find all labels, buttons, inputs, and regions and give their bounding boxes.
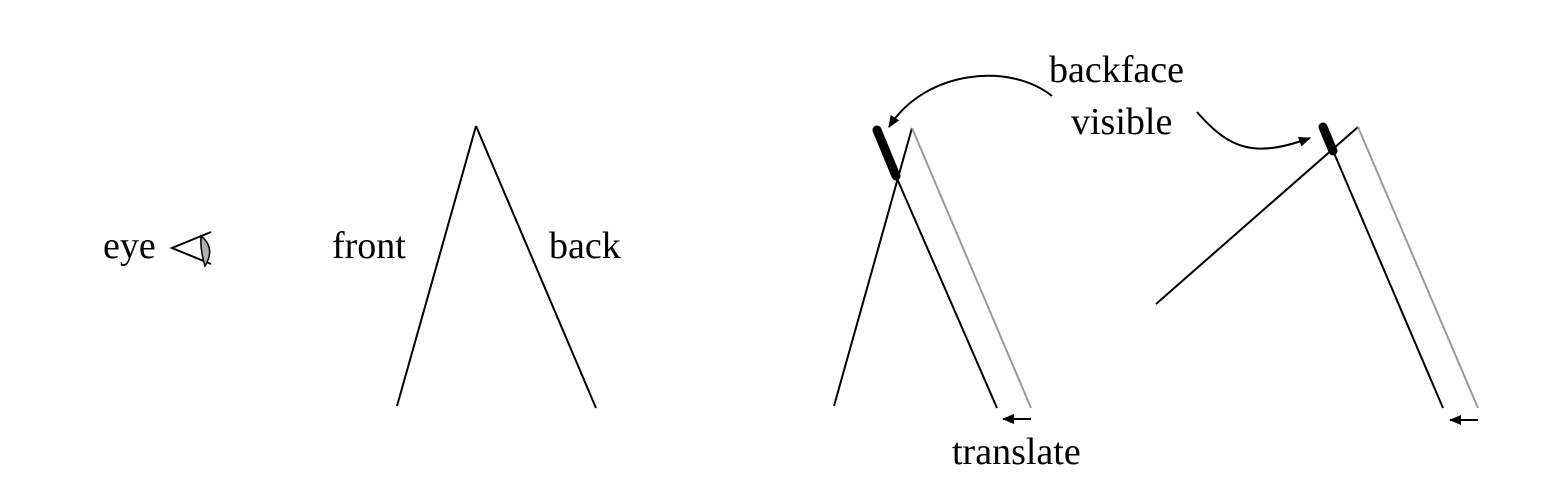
front-face	[396, 125, 477, 407]
visible-backface-highlight	[872, 125, 901, 181]
front-label: front	[332, 225, 406, 267]
eye-icon	[169, 231, 212, 268]
callout-arrow-right	[1196, 111, 1311, 150]
original-back-face	[1357, 126, 1479, 409]
panel-translated: translate	[833, 125, 1081, 473]
backface-label-line1: backface	[1049, 49, 1184, 91]
backface-annotation: backface visible	[888, 49, 1311, 150]
translate-label: translate	[952, 431, 1081, 473]
back-face	[475, 125, 597, 409]
rotated-front-face	[1155, 126, 1359, 305]
front-face	[833, 127, 913, 407]
original-back-face	[911, 127, 1032, 409]
backface-label-line2: visible	[1071, 101, 1172, 143]
visible-backface-highlight	[1318, 122, 1338, 156]
panel-original: eye front back	[103, 125, 621, 409]
panel-rotated	[1155, 122, 1479, 425]
callout-arrow-left	[888, 74, 1053, 128]
translated-back-face	[1321, 124, 1444, 409]
back-label: back	[549, 225, 621, 267]
eye-label: eye	[103, 225, 156, 267]
